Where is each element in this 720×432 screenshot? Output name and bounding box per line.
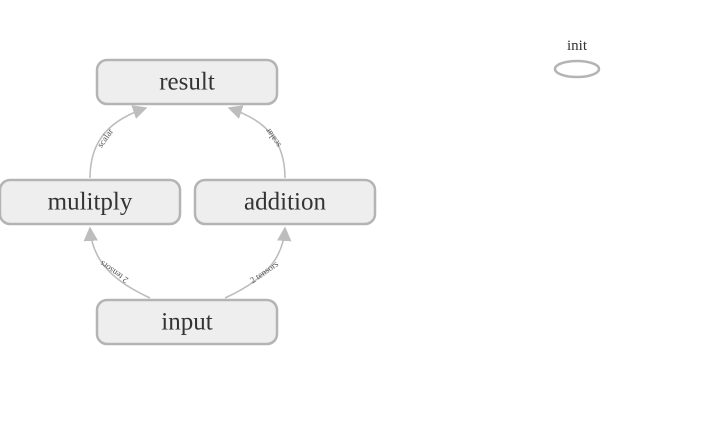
edge-label-input-multiply: 2 tensors xyxy=(98,258,131,285)
edge-addition-to-result: scalar xyxy=(227,105,286,179)
node-label: mulitply xyxy=(48,189,133,216)
edge-path xyxy=(83,226,151,299)
edge-label-addition-result: scalar xyxy=(263,127,283,150)
node-box xyxy=(95,298,279,346)
edge-multiply-to-result: scalar xyxy=(89,105,148,179)
node-label: addition xyxy=(244,189,326,216)
node-label: result xyxy=(159,69,215,96)
init-ellipse xyxy=(553,59,601,79)
edge-input-to-addition: 2 tensors xyxy=(224,226,292,299)
edge-label-input-addition: 2 tensors xyxy=(248,258,281,285)
node-box xyxy=(193,178,377,226)
edge-path xyxy=(224,226,292,299)
node-result[interactable]: result xyxy=(95,58,279,106)
edge-path xyxy=(89,105,148,179)
edge-path xyxy=(227,105,286,179)
edge-label-multiply-result: scalar xyxy=(95,127,115,150)
edge-input-to-multiply: 2 tensors xyxy=(83,226,151,299)
node-label: input xyxy=(161,309,212,336)
init-label: init xyxy=(567,38,588,54)
node-input[interactable]: input xyxy=(95,298,279,346)
node-box xyxy=(0,178,182,226)
node-init[interactable]: init xyxy=(553,38,601,79)
node-box xyxy=(95,58,279,106)
node-multiply[interactable]: mulitply xyxy=(0,178,182,226)
node-addition[interactable]: addition xyxy=(193,178,377,226)
